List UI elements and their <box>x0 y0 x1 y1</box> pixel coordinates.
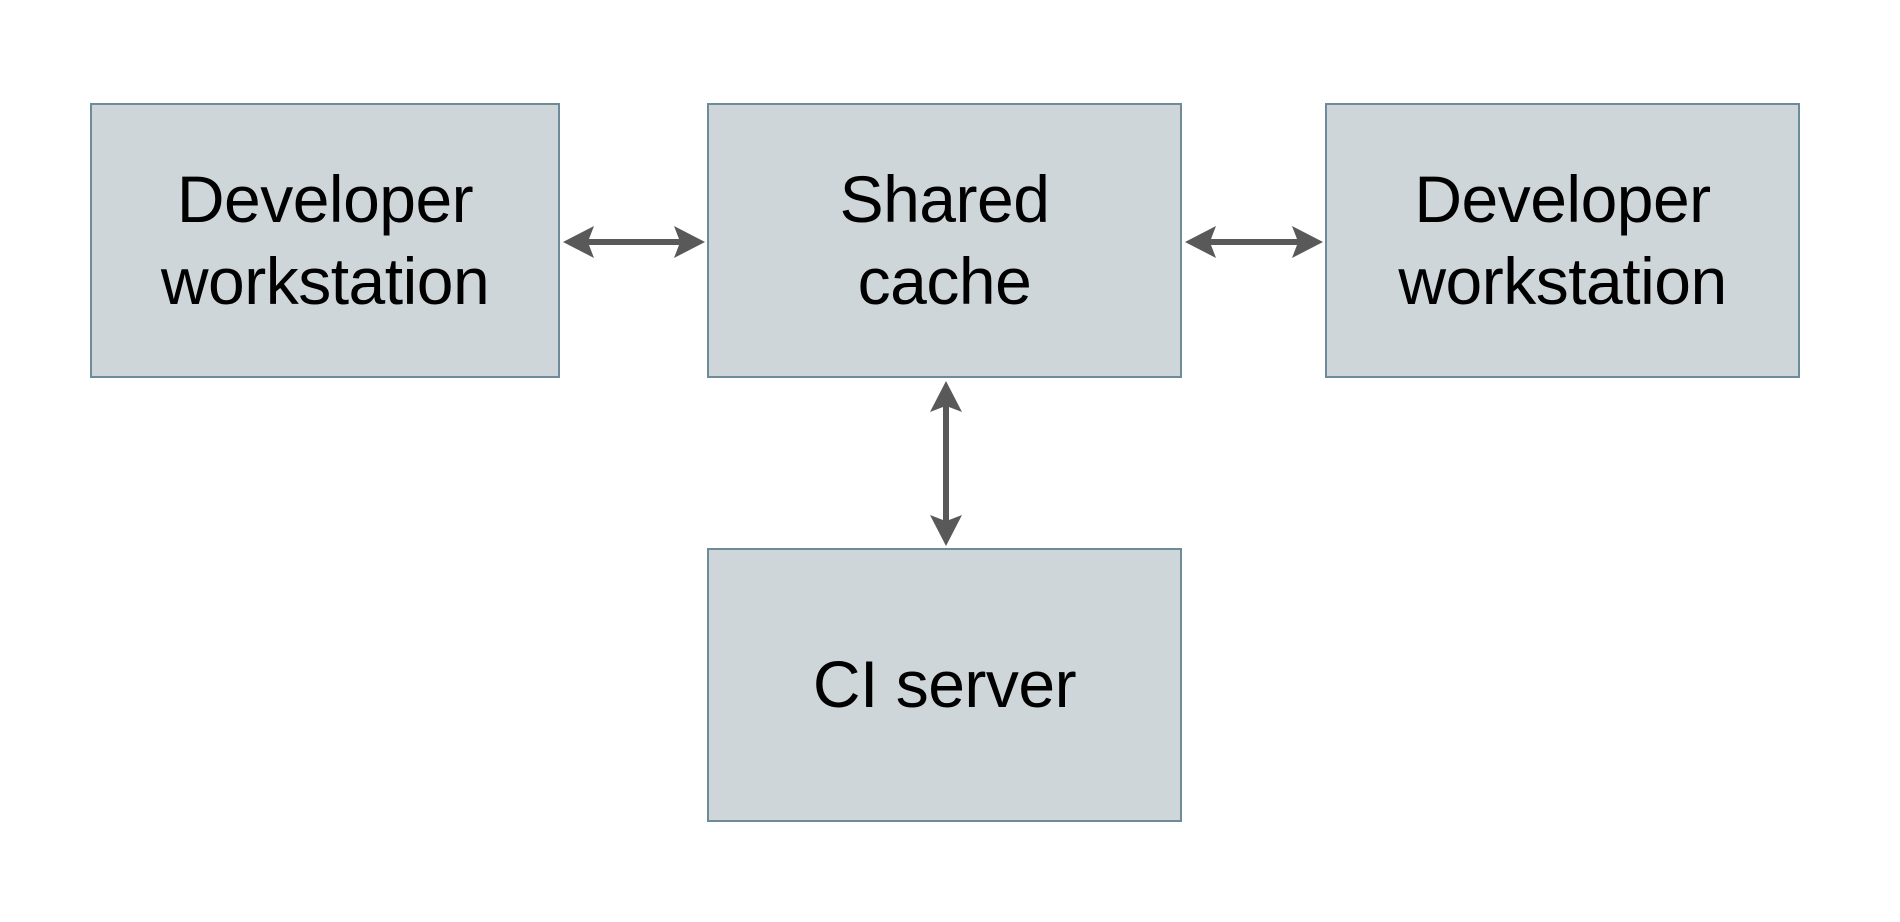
node-label: CI server <box>812 647 1077 722</box>
node-developer-workstation-left[interactable]: Developer workstation <box>90 103 560 378</box>
node-shared-cache[interactable]: Shared cache <box>707 103 1182 378</box>
node-label: Developer workstation <box>1398 161 1727 318</box>
edge-shared-cache-to-ci-server[interactable] <box>918 378 974 549</box>
double-headed-arrow-icon <box>1185 226 1323 258</box>
node-ci-server[interactable]: CI server <box>707 548 1182 822</box>
node-label: Shared cache <box>839 161 1050 318</box>
node-developer-workstation-right[interactable]: Developer workstation <box>1325 103 1800 378</box>
edge-developer-left-to-shared-cache[interactable] <box>560 214 708 270</box>
double-headed-arrow-icon <box>930 381 962 546</box>
edge-shared-cache-to-developer-right[interactable] <box>1182 214 1326 270</box>
node-label: Developer workstation <box>160 161 490 318</box>
double-headed-arrow-icon <box>563 226 705 258</box>
